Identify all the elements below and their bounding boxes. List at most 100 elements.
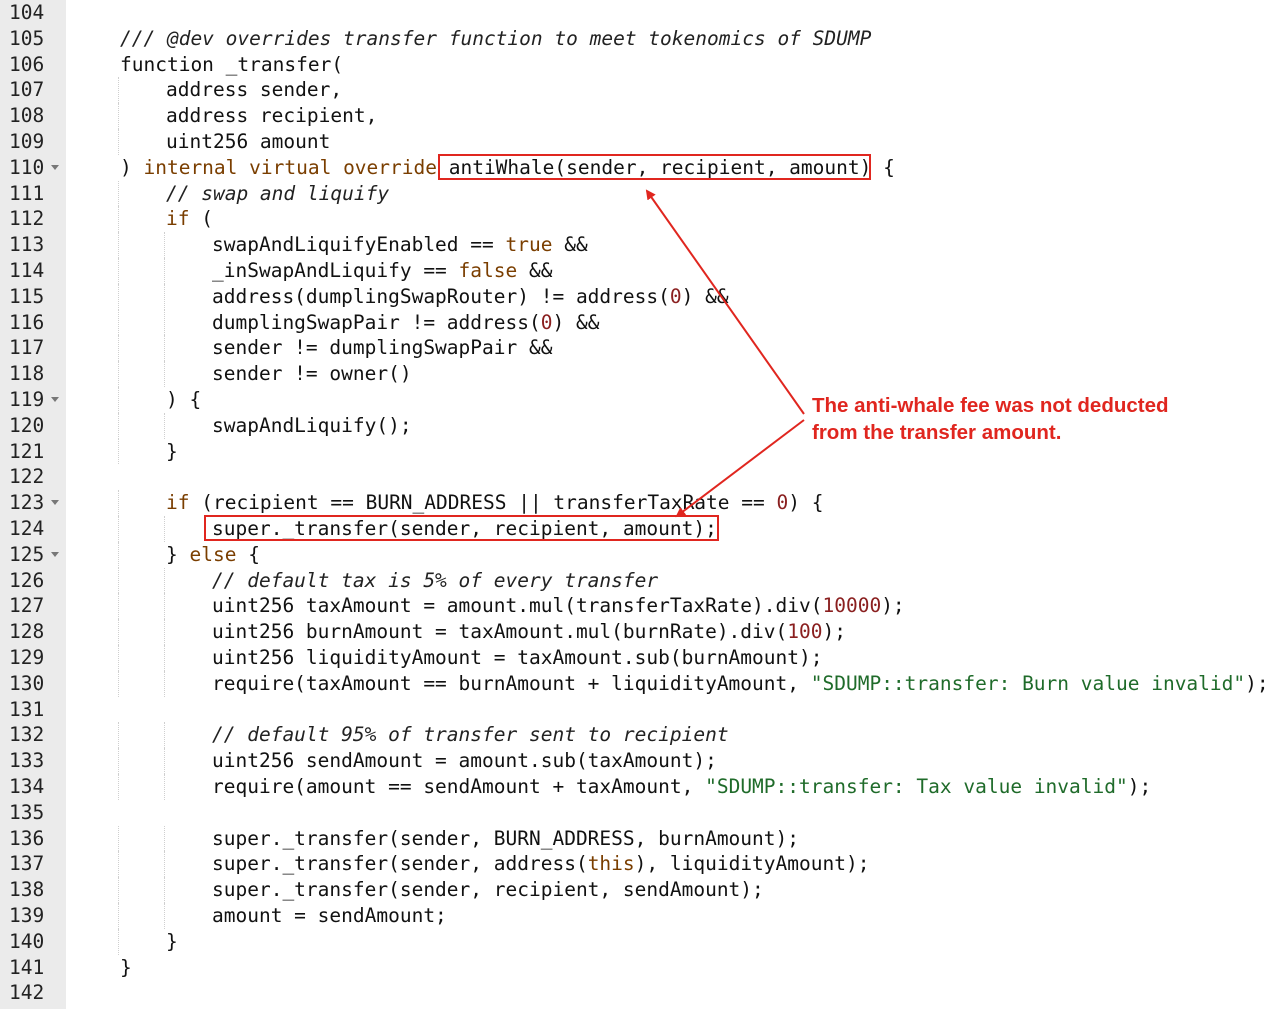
indent-guide (118, 490, 119, 516)
line-number: 118 (9, 362, 45, 386)
code-text: require(taxAmount == burnAmount + liquid… (212, 671, 1269, 697)
indent-guide (118, 387, 119, 413)
line-number: 119 (9, 388, 45, 411)
fold-toggle-icon[interactable] (51, 397, 59, 402)
code-line[interactable]: 126 // default tax is 5% of every transfe… (0, 567, 1280, 594)
indent-guide (118, 438, 119, 465)
code-token: ) { (788, 491, 824, 515)
code-line[interactable]: 109 uint256 amount (0, 129, 1280, 155)
code-line[interactable]: 140} (0, 928, 1280, 955)
code-token: function _transfer( (120, 52, 344, 76)
line-number: 136 (9, 826, 45, 850)
line-number: 104 (9, 1, 45, 24)
indent-guide (164, 567, 165, 594)
indent-guide (118, 335, 119, 362)
indent-guide (164, 412, 165, 439)
code-line[interactable]: 121} (0, 438, 1280, 465)
code-token: super._transfer(sender, recipient, amoun… (212, 517, 717, 540)
code-text: _inSwapAndLiquify == false && (212, 258, 552, 284)
indent-guide (118, 903, 119, 929)
line-number: 126 (9, 568, 45, 592)
code-line[interactable]: 125} else { (0, 541, 1280, 568)
code-line[interactable]: 132 // default 95% of transfer sent to re… (0, 722, 1280, 749)
code-token: address recipient, (166, 104, 378, 128)
indent-guide (164, 774, 165, 800)
code-token: "SDUMP::transfer: Burn value invalid" (810, 671, 1246, 695)
code-line[interactable]: 142 (0, 980, 1280, 1006)
code-text: /// @dev overrides transfer function to … (120, 26, 871, 52)
indent-guide (164, 593, 165, 620)
indent-guide (164, 283, 165, 310)
code-text: if ( (166, 206, 213, 232)
code-line[interactable]: 110 ) internal virtual override antiWhale… (0, 155, 1280, 181)
line-number: 110 (9, 155, 45, 179)
line-number: 137 (9, 852, 45, 876)
code-text: uint256 amount (166, 129, 330, 155)
code-token: uint256 liquidityAmount = taxAmount.sub(… (212, 646, 823, 669)
code-text: uint256 taxAmount = amount.mul(transferT… (212, 593, 905, 619)
code-token: ); (1127, 775, 1152, 798)
code-token: 0 (776, 491, 789, 515)
code-line[interactable]: 135 (0, 800, 1280, 826)
code-text: } (166, 439, 178, 465)
code-token: { (236, 542, 260, 566)
code-token: address(dumplingSwapRouter) != address( (212, 284, 670, 308)
code-line[interactable]: 104 (0, 0, 1280, 26)
indent-guide (164, 851, 165, 878)
code-line[interactable]: 141} (0, 955, 1280, 981)
code-token: // default tax is 5% of every transfer (212, 568, 659, 592)
code-line[interactable]: 119) { (0, 387, 1280, 413)
code-text: } else { (166, 542, 260, 568)
code-line[interactable]: 105/// @dev overrides transfer function … (0, 26, 1280, 52)
code-token: } (120, 955, 132, 979)
line-number: 109 (9, 130, 45, 153)
indent-guide (164, 619, 165, 645)
code-text: swapAndLiquify(); (212, 413, 412, 439)
code-token: 100 (787, 620, 823, 644)
code-token: if (166, 491, 190, 515)
code-line[interactable]: 115 address(dumplingSwapRouter) != addres… (0, 283, 1280, 310)
code-text: swapAndLiquifyEnabled == true && (212, 232, 588, 258)
indent-guide (164, 670, 165, 697)
code-line[interactable]: 118 sender != owner() (0, 361, 1280, 387)
line-number: 121 (9, 439, 45, 463)
indent-guide (118, 412, 119, 439)
fold-toggle-icon[interactable] (51, 551, 59, 557)
line-number: 115 (9, 284, 45, 308)
line-number: 134 (9, 775, 45, 798)
line-number: 132 (9, 723, 45, 747)
code-line[interactable]: 114_inSwapAndLiquify == false && (0, 258, 1280, 284)
code-line[interactable]: 131 (0, 697, 1280, 723)
code-text: sender != dumplingSwapPair && (212, 335, 552, 361)
code-token: sender != owner() (212, 362, 412, 386)
code-line[interactable]: 122 (0, 464, 1280, 490)
code-token: // default 95% of transfer sent to recip… (212, 723, 729, 747)
code-text: ) internal virtual override antiWhale(se… (120, 155, 895, 181)
fold-toggle-icon[interactable] (51, 500, 59, 506)
fold-toggle-icon[interactable] (51, 164, 59, 170)
line-number: 138 (9, 878, 45, 902)
code-line[interactable]: 111// swap and liquify (0, 180, 1280, 207)
code-token: amount = sendAmount; (212, 904, 447, 927)
